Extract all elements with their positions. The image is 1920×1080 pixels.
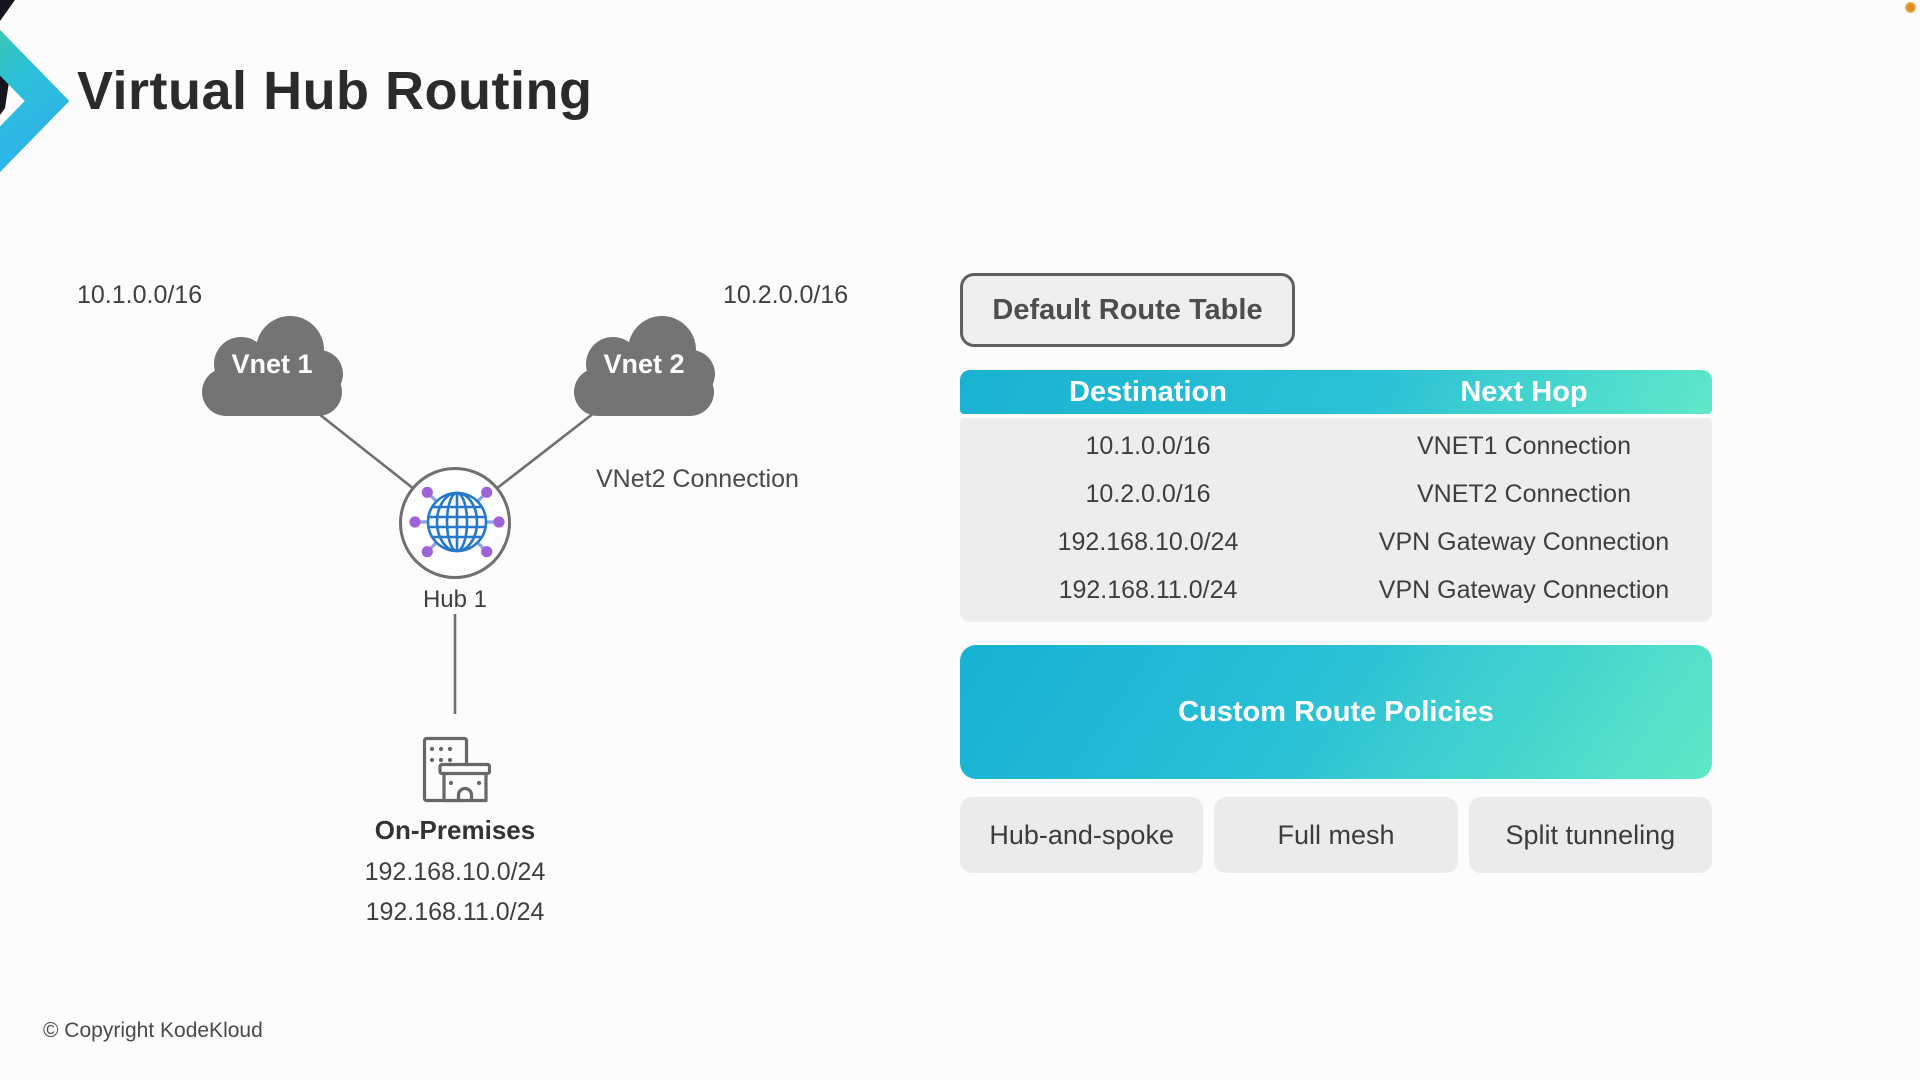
copyright-label: © Copyright KodeKloud	[43, 1019, 263, 1042]
default-route-table-button[interactable]: Default Route Table	[960, 273, 1295, 347]
table-cell: VNET2 Connection	[1416, 479, 1631, 508]
on-premises-label: On-Premises	[374, 815, 536, 845]
virtual-hub-globe-icon	[409, 486, 505, 558]
vnet2-cidr-label: 10.2.0.0/16	[723, 281, 849, 309]
vnet2-connection-label: VNet2 Connection	[596, 465, 799, 493]
vnet1-cidr-label: 10.1.0.0/16	[77, 281, 203, 309]
table-cell: 192.168.10.0/24	[1057, 527, 1239, 556]
custom-route-policies-banner[interactable]: Custom Route Policies	[960, 645, 1712, 779]
table-cell: VPN Gateway Connection	[1378, 575, 1670, 604]
column-header-next-hop: Next Hop	[1460, 375, 1588, 408]
route-table: Destination Next Hop 10.1.0.0/16 VNET1 Co…	[960, 370, 1712, 622]
vnet2-label: Vnet 2	[603, 349, 685, 380]
on-premises-building-icon	[422, 736, 491, 803]
column-header-destination: Destination	[1069, 375, 1227, 408]
table-row: 10.2.0.0/16 VNET2 Connection	[960, 470, 1712, 518]
table-cell: 10.2.0.0/16	[1085, 479, 1211, 508]
on-premises-cidr-label: 192.168.11.0/24	[365, 898, 545, 926]
on-premises-cidr-list: 192.168.10.0/24 192.168.11.0/24	[305, 852, 605, 932]
table-cell: VNET1 Connection	[1416, 431, 1631, 460]
table-row: 192.168.11.0/24 VPN Gateway Connection	[960, 566, 1712, 614]
table-row: 192.168.10.0/24 VPN Gateway Connection	[960, 518, 1712, 566]
route-table-header: Destination Next Hop	[960, 370, 1712, 414]
policy-option-hub-and-spoke[interactable]: Hub-and-spoke	[960, 797, 1204, 873]
page-title: Virtual Hub Routing	[77, 61, 593, 121]
table-cell: VPN Gateway Connection	[1378, 527, 1670, 556]
table-cell: 10.1.0.0/16	[1085, 431, 1211, 460]
vnet2-cloud: Vnet 2	[570, 306, 718, 420]
policy-option-split-tunneling[interactable]: Split tunneling	[1468, 797, 1712, 873]
corner-mark-top-icon	[0, 0, 15, 21]
route-table-rows: 10.1.0.0/16 VNET1 Connection 10.2.0.0/16 VN…	[960, 418, 1712, 622]
on-premises-cidr-label: 192.168.10.0/24	[364, 858, 546, 886]
table-row: 10.1.0.0/16 VNET1 Connection	[960, 422, 1712, 470]
vnet1-cloud: Vnet 1	[198, 306, 346, 420]
cloud-icon	[202, 316, 343, 416]
kodekloud-logo-chevron-icon	[0, 0, 70, 173]
vnet1-label: Vnet 1	[231, 349, 313, 380]
table-cell: 192.168.11.0/24	[1058, 575, 1238, 604]
orange-status-dot-icon	[1905, 2, 1916, 13]
hub-label: Hub 1	[422, 586, 488, 613]
policy-option-full-mesh[interactable]: Full mesh	[1214, 797, 1458, 873]
